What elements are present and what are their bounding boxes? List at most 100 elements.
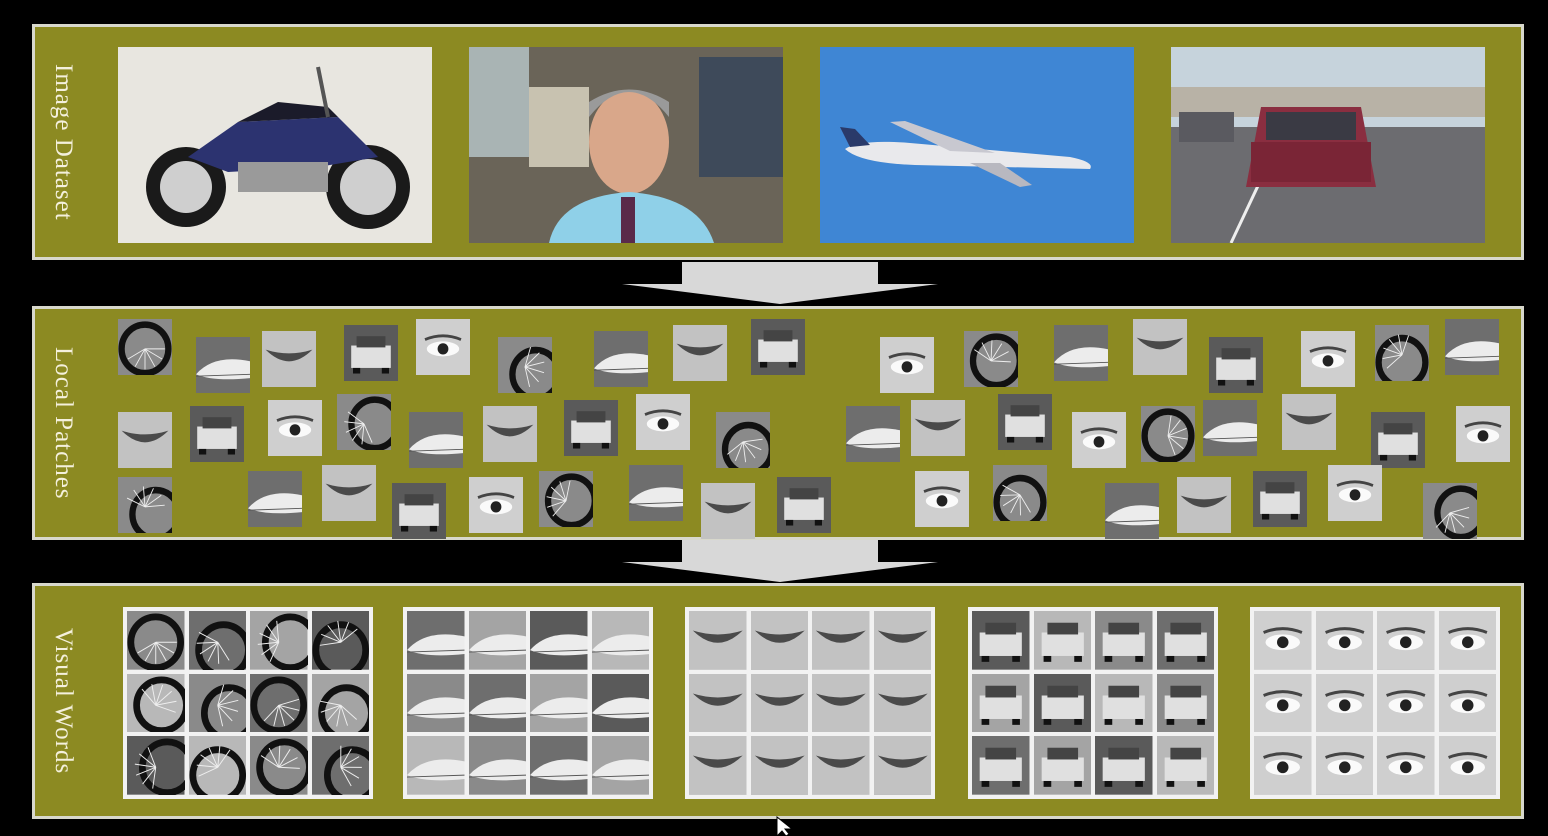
visual-word-patch [127,673,185,733]
image-patch [262,331,316,387]
visual-word-patch [188,611,246,670]
image-patch [1141,406,1195,462]
image-patch [964,331,1018,387]
image-patch [1054,325,1108,381]
image-patch [911,400,965,456]
visual-word-grid-motorbike-wheel [123,607,373,799]
image-patch [673,325,727,381]
visual-word-patch [250,673,308,733]
visual-word-patch [1438,611,1496,670]
image-patch [344,325,398,381]
visual-word-patch [812,611,870,670]
visual-word-patch [689,673,747,733]
visual-word-patch [1377,736,1435,795]
visual-word-patch [311,673,369,733]
visual-word-patch [1095,611,1153,670]
visual-word-patch [591,673,649,733]
image-patch [629,465,683,521]
visual-word-patch [1156,736,1214,795]
image-patch [268,400,322,456]
visual-word-patch [1033,736,1091,795]
image-patch [1301,331,1355,387]
motorbike-photo [118,47,432,243]
visual-word-patch [311,736,369,795]
visual-word-patch [1033,611,1091,670]
visual-word-patch [1377,611,1435,670]
visual-word-patch [188,736,246,795]
car-photo [1171,47,1485,243]
visual-word-patch [812,673,870,733]
visual-word-patch [530,673,588,733]
image-patch [1328,465,1382,521]
image-patch [196,337,250,393]
visual-word-patch [127,611,185,670]
image-patch [701,483,755,539]
local-patches-label: Local Patches [50,346,77,500]
visual-word-patch [250,736,308,795]
image-patch [483,406,537,462]
image-patch [190,406,244,462]
image-patch [751,319,805,375]
image-patch [564,400,618,456]
visual-word-patch [188,673,246,733]
visual-word-patch [972,611,1030,670]
image-patch [716,412,770,468]
visual-word-patch [1315,611,1373,670]
visual-word-patch [1033,673,1091,733]
image-patch [322,465,376,521]
visual-word-patch [407,611,465,670]
image-patch [1375,325,1429,381]
visual-word-grid-face-eye [1250,607,1500,799]
visual-word-grid-face-mouth [685,607,935,799]
visual-word-patch [873,673,931,733]
image-patch [118,412,172,468]
image-dataset-panel: Image Dataset [32,24,1524,260]
mouse-cursor-icon [776,816,794,836]
visual-word-patch [468,736,526,795]
visual-word-patch [873,736,931,795]
image-patch [993,465,1047,521]
visual-word-patch [750,736,808,795]
visual-word-patch [1254,611,1312,670]
person-photo [469,47,783,243]
visual-word-patch [591,611,649,670]
image-patch [1072,412,1126,468]
visual-word-patch [407,673,465,733]
visual-word-patch [127,736,185,795]
image-patch [998,394,1052,450]
visual-word-patch [468,611,526,670]
image-patch [1253,471,1307,527]
image-patch [846,406,900,462]
image-patch [1177,477,1231,533]
visual-word-patch [1315,736,1373,795]
visual-word-patch [689,611,747,670]
image-patch [1445,319,1499,375]
visual-word-patch [1095,736,1153,795]
visual-words-label: Visual Words [50,627,77,775]
image-patch [469,477,523,533]
image-patch [539,471,593,527]
visual-word-patch [972,736,1030,795]
visual-word-patch [1438,673,1496,733]
visual-word-patch [530,611,588,670]
image-patch [248,471,302,527]
visual-word-patch [530,736,588,795]
local-patches-panel: Local Patches [32,306,1524,540]
visual-word-patch [1315,673,1373,733]
visual-word-patch [250,611,308,670]
image-patch [1371,412,1425,468]
visual-words-panel: Visual Words [32,583,1524,819]
image-patch [409,412,463,468]
image-patch [498,337,552,393]
image-patch [915,471,969,527]
visual-word-patch [311,611,369,670]
image-patch [337,394,391,450]
image-dataset-label: Image Dataset [50,63,77,221]
visual-word-patch [972,673,1030,733]
visual-word-patch [591,736,649,795]
visual-word-patch [1095,673,1153,733]
visual-word-patch [750,611,808,670]
visual-word-patch [1377,673,1435,733]
image-patch [118,319,172,375]
image-patch [1203,400,1257,456]
